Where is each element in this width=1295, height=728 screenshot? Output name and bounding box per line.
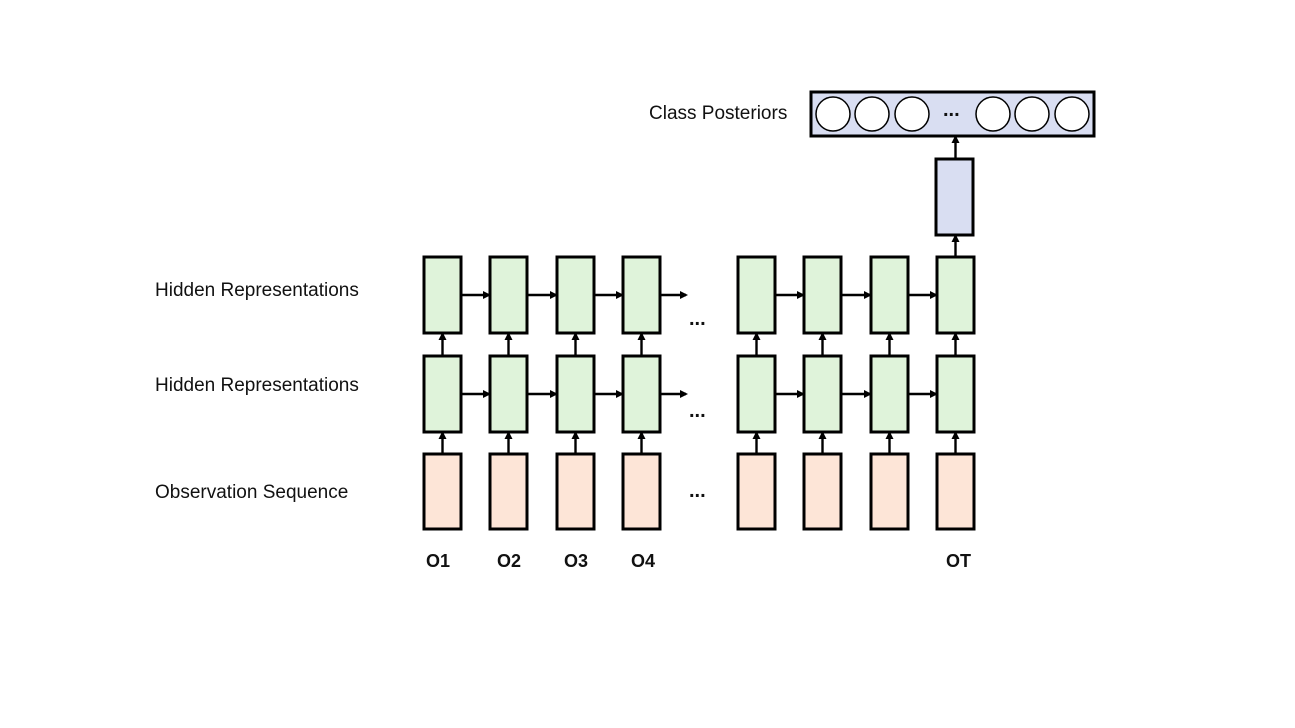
- class-posterior-node-4: [975, 96, 1011, 132]
- observation-box-1: [422, 452, 463, 531]
- connection-arrows: [438, 135, 960, 453]
- hidden-representations-bottom-label: Hidden Representations: [155, 375, 359, 396]
- class-posteriors-label: Class Posteriors: [649, 103, 787, 124]
- observation-label-o2: O2: [497, 551, 521, 571]
- output-layer-box: [934, 157, 975, 237]
- hidden-bottom-box-t: [935, 354, 976, 434]
- hidden-bottom-box-t-2: [802, 354, 843, 434]
- hidden-top-box-2: [488, 255, 529, 335]
- class-posterior-node-6: [1054, 96, 1090, 132]
- observation-label-o3: O3: [564, 551, 588, 571]
- output-section: [809, 90, 1096, 237]
- observation-label-o4: O4: [631, 551, 655, 571]
- ellipsis-middle: ...: [689, 400, 706, 422]
- hidden-bottom-box-4: [621, 354, 662, 434]
- hidden-top-box-3: [555, 255, 596, 335]
- hidden-top-box-1: [422, 255, 463, 335]
- class-posterior-node-3: [894, 96, 930, 132]
- hidden-top-box-t-3: [736, 255, 777, 335]
- observation-label-ot: OT: [946, 551, 971, 571]
- class-posterior-node-5: [1014, 96, 1050, 132]
- hidden-top-box-t: [935, 255, 976, 335]
- observation-box-3: [555, 452, 596, 531]
- hidden-representations-top-label: Hidden Representations: [155, 280, 359, 301]
- hidden-bottom-box-3: [555, 354, 596, 434]
- class-posterior-node-2: [854, 96, 890, 132]
- hidden-bottom-box-1: [422, 354, 463, 434]
- observation-boxes: [422, 452, 976, 531]
- hidden-layer-top: [422, 255, 976, 335]
- observation-sequence-label: Observation Sequence: [155, 482, 348, 503]
- observation-box-t: [935, 452, 976, 531]
- class-posterior-node-1: [815, 96, 851, 132]
- hidden-bottom-box-2: [488, 354, 529, 434]
- observation-box-4: [621, 452, 662, 531]
- hidden-bottom-box-t-3: [736, 354, 777, 434]
- hidden-bottom-box-t-1: [869, 354, 910, 434]
- ellipsis-bottom: ...: [689, 480, 706, 502]
- hidden-top-box-t-1: [869, 255, 910, 335]
- observation-box-t-3: [736, 452, 777, 531]
- observation-label-o1: O1: [426, 551, 450, 571]
- hidden-top-box-4: [621, 255, 662, 335]
- ellipsis-top: ...: [689, 308, 706, 330]
- observation-box-t-1: [869, 452, 910, 531]
- observation-box-t-2: [802, 452, 843, 531]
- observation-box-2: [488, 452, 529, 531]
- hidden-top-box-t-2: [802, 255, 843, 335]
- ellipsis-posteriors: ...: [943, 99, 960, 121]
